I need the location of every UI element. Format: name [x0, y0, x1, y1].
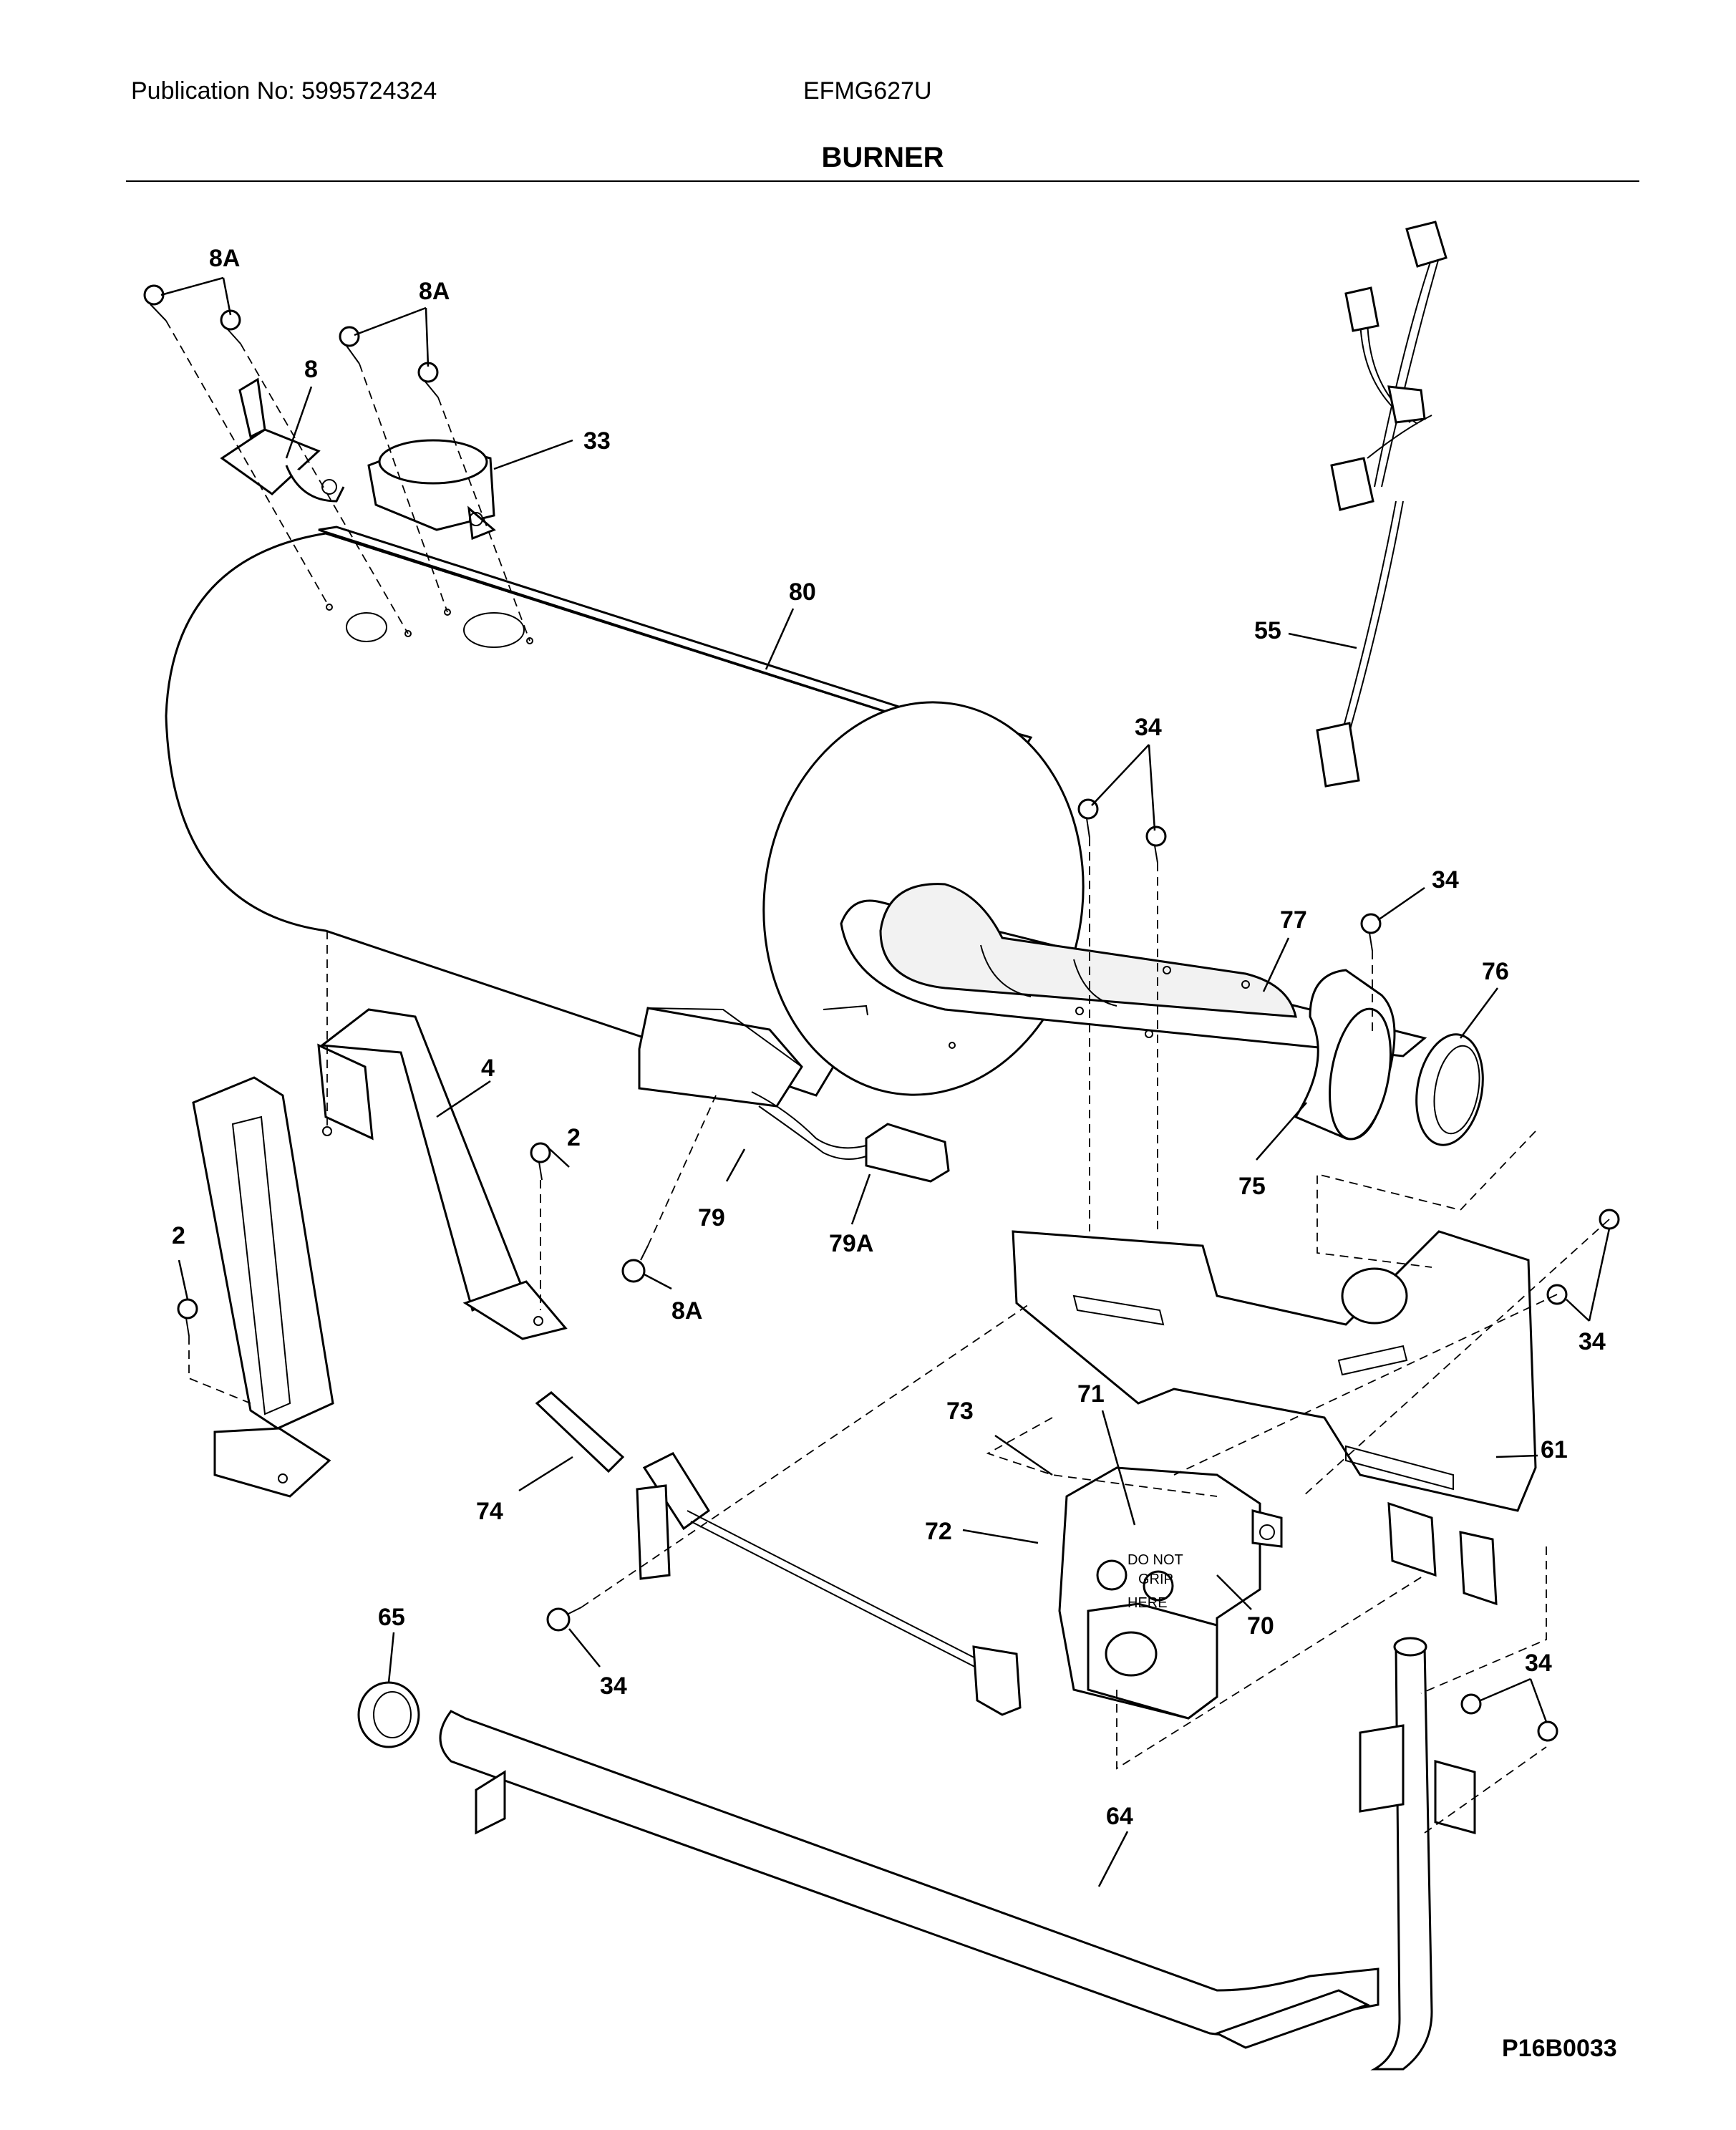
orifice-sleeve-65 [357, 1681, 420, 1748]
callout-73: 73 [946, 1398, 974, 1425]
callout-2-a: 2 [567, 1124, 581, 1151]
callout-8A-b: 8A [419, 278, 450, 305]
callout-71: 71 [1077, 1380, 1105, 1408]
alignment-lines [165, 320, 1610, 1834]
callout-34-c: 34 [1579, 1328, 1606, 1355]
callout-8: 8 [304, 356, 318, 383]
callout-4: 4 [481, 1055, 495, 1082]
callout-34-b: 34 [1432, 866, 1459, 894]
callout-55: 55 [1254, 617, 1281, 644]
callout-74: 74 [476, 1498, 503, 1525]
callout-65: 65 [378, 1604, 405, 1631]
leader-lines [160, 276, 1611, 1887]
figure-id: P16B0033 [1502, 2035, 1617, 2062]
burner-support-4 [192, 1008, 568, 1498]
thermostat-33 [367, 439, 496, 541]
manifold-bracket-61 [1012, 1230, 1537, 1606]
valve-warning-line1: DO NOT [1128, 1552, 1183, 1568]
callout-8A-a: 8A [209, 245, 240, 272]
publication-number: Publication No: 5995724324 [131, 77, 437, 105]
burner-bracket-75 [1294, 969, 1396, 1141]
gas-manifold-tube-64 [439, 1637, 1476, 2071]
combustion-chamber-80 [165, 526, 1085, 1097]
thermostat-bracket-8 [220, 377, 345, 503]
screw-8A-group-top [143, 284, 439, 398]
igniter-74 [535, 1391, 1022, 1716]
valve-warning-line2: GRIP [1138, 1572, 1173, 1587]
callout-34-a: 34 [1135, 714, 1162, 741]
callout-64: 64 [1106, 1803, 1133, 1830]
burner-shroud-77 [840, 883, 1427, 1057]
section-title: BURNER [821, 142, 944, 173]
callout-75: 75 [1238, 1173, 1266, 1200]
callout-79A: 79A [829, 1230, 873, 1257]
model-number: EFMG627U [803, 77, 932, 105]
callout-70: 70 [1247, 1612, 1274, 1640]
callout-77: 77 [1280, 906, 1307, 934]
callout-labels: 8A 8A 8 33 80 55 34 34 77 76 4 2 2 79 79… [172, 245, 1606, 1830]
burner-ring-76 [1415, 1033, 1484, 1146]
callout-8A-c: 8A [671, 1297, 702, 1325]
gas-valve-assembly-70: DO NOT GRIP HERE [1058, 1466, 1283, 1720]
callout-80: 80 [789, 579, 816, 606]
callout-33: 33 [583, 427, 611, 455]
callout-34-e: 34 [1525, 1650, 1552, 1677]
valve-warning-line3: HERE [1128, 1595, 1168, 1611]
callout-76: 76 [1482, 958, 1509, 985]
callout-79: 79 [698, 1204, 725, 1231]
callout-61: 61 [1541, 1436, 1568, 1463]
callout-2-b: 2 [172, 1222, 185, 1249]
callout-72: 72 [925, 1518, 952, 1545]
callout-34-d: 34 [600, 1672, 627, 1700]
flame-sensor-79 [638, 1007, 950, 1183]
header-rule [126, 180, 1639, 182]
wire-harness-55 [1316, 221, 1448, 788]
